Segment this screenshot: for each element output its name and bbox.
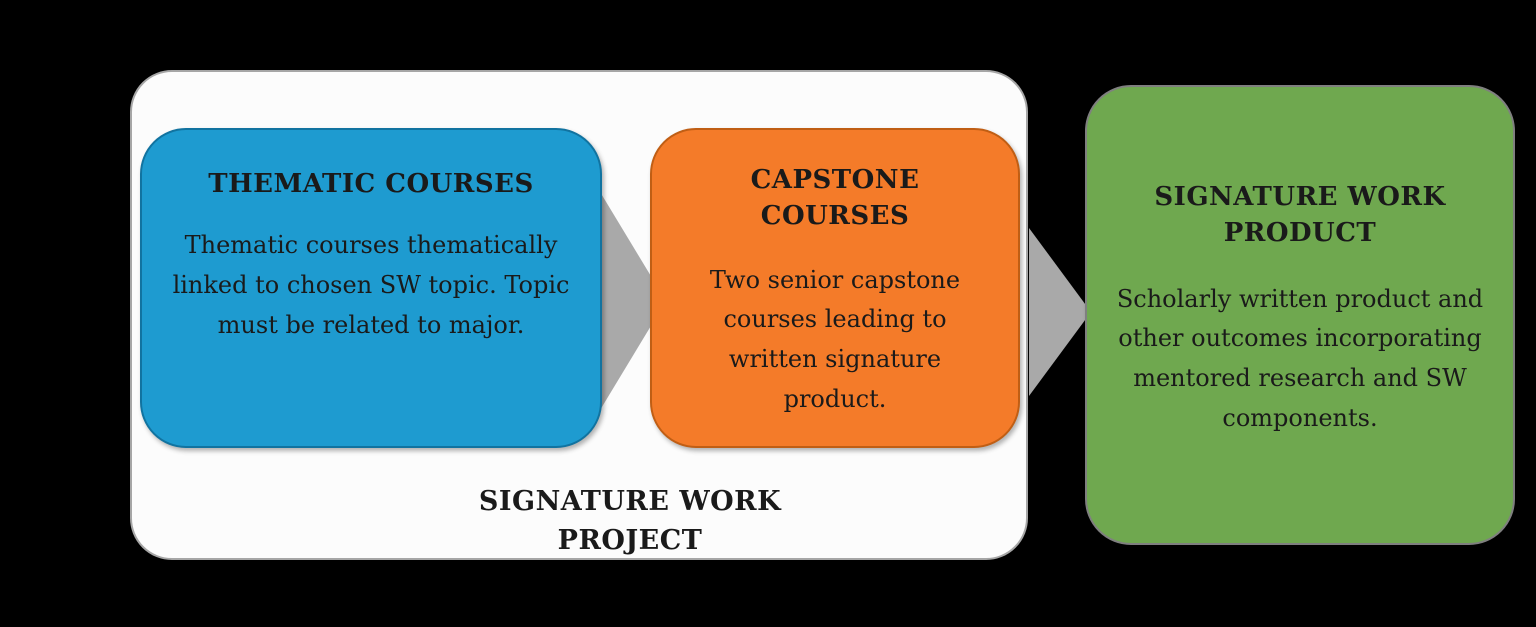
product-title-line1: SIGNATURE WORK [1154,182,1446,212]
product-title-line2: PRODUCT [1223,218,1377,249]
arrow-project-to-product-icon [1029,228,1091,396]
signature-work-project-label: SIGNATURE WORK PROJECT [230,482,1030,560]
thematic-courses-box: THEMATIC COURSES Thematic courses themat… [140,128,602,448]
signature-work-product-title: SIGNATURE WORK PRODUCT [1154,179,1445,252]
thematic-courses-title: THEMATIC COURSES [208,169,534,199]
capstone-courses-description: Two senior capstone courses leading to w… [709,265,961,413]
thematic-courses-description: Thematic courses thematically linked to … [172,231,570,339]
signature-work-product-description: Scholarly written product and other outc… [1116,284,1484,432]
project-label-line2: PROJECT [557,525,703,557]
capstone-courses-title: CAPSTONE COURSES [750,165,920,232]
project-label-line1: SIGNATURE WORK [478,486,782,517]
capstone-courses-box: CAPSTONE COURSES Two senior capstone cou… [650,128,1020,448]
signature-work-product-box: SIGNATURE WORK PRODUCT Scholarly written… [1085,85,1515,545]
